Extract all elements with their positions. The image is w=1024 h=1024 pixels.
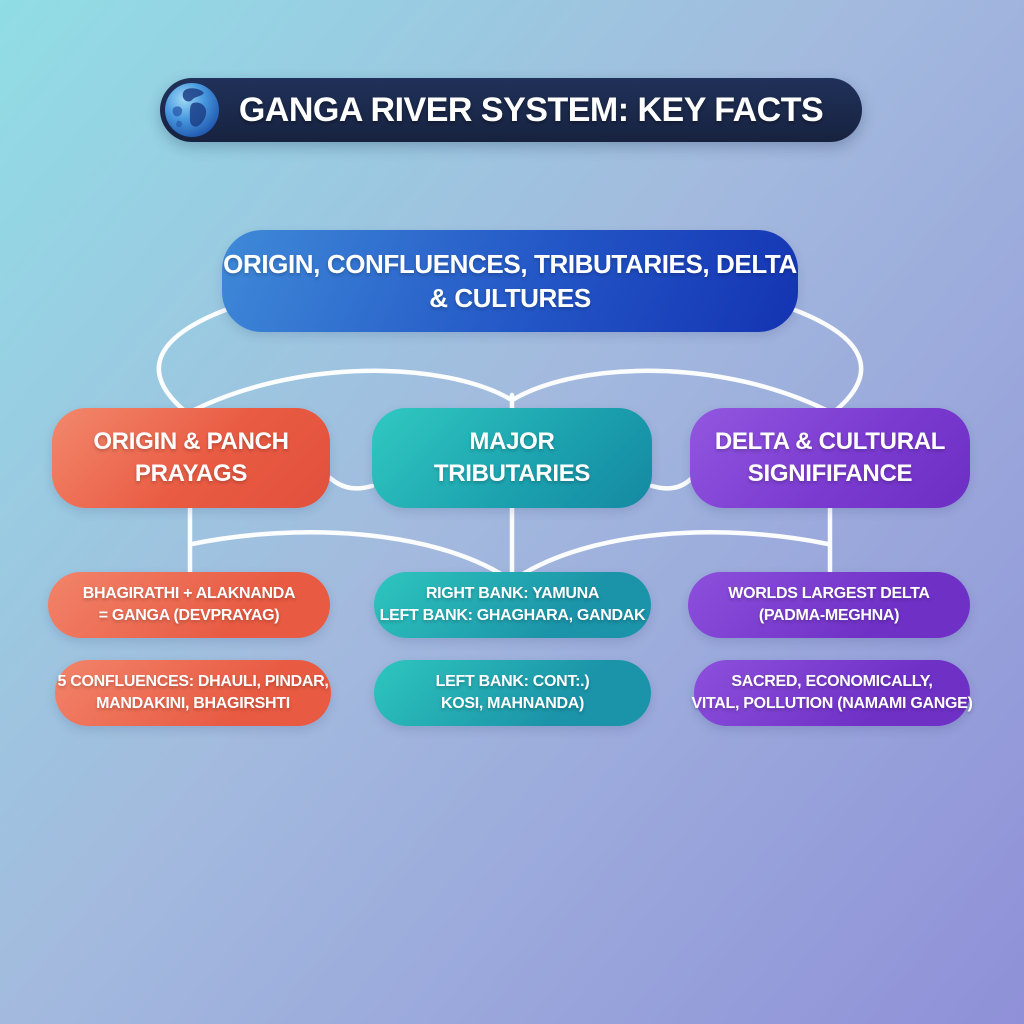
connector-root-to-delta [775, 301, 864, 415]
connector-root-to-origin [156, 301, 245, 415]
connector-origin-arc-to-tributaries [183, 368, 513, 417]
connector-right-swoop-to-middle-leaf [515, 530, 831, 580]
branch-node-origin-panch-prayags: ORIGIN & PANCH PRAYAGS [52, 408, 330, 508]
leaf-label-line1: WORLDS LARGEST DELTA [728, 584, 930, 602]
leaf-label-line2: (PADMA-MEGHNA) [758, 607, 900, 624]
leaf-node-bhagirathi-alaknanda: BHAGIRATHI + ALAKNANDA = GANGA (DEVPRAYA… [48, 572, 330, 638]
connector-origin-tributaries-link [327, 475, 375, 491]
branch-node-delta-cultural-significance: DELTA & CULTURAL SIGNIFIFANCE [690, 408, 970, 508]
leaf-label-line2: VITAL, POLLUTION (NAMAMI GANGE) [691, 695, 973, 712]
connector-tributaries-delta-link [649, 475, 695, 491]
leaf-node-right-left-bank: RIGHT BANK: YAMUNA LEFT BANK: GHAGHARA, … [374, 572, 651, 638]
page-title: GANGA RIVER SYSTEM: KEY FACTS [238, 90, 824, 129]
globe-icon [165, 83, 219, 137]
leaf-label-line1: RIGHT BANK: YAMUNA [425, 584, 600, 602]
connector-left-swoop-to-middle-leaf [189, 530, 509, 580]
leaf-label-line1: 5 CONFLUENCES: DHAULI, PINDAR, [57, 672, 329, 690]
connector-delta-arc-to-tributaries [511, 368, 837, 417]
branch-label-line1: DELTA & CULTURAL [714, 427, 946, 455]
leaf-label-line1: BHAGIRATHI + ALAKNANDA [82, 584, 296, 602]
leaf-node-sacred-pollution: SACRED, ECONOMICALLY, VITAL, POLLUTION (… [691, 660, 973, 726]
branch-label-line2: TRIBUTARIES [433, 460, 591, 487]
root-node-label-line2: & CULTURES [429, 283, 591, 313]
leaf-label-line2: KOSI, MAHNANDA) [440, 695, 585, 712]
root-node: ORIGIN, CONFLUENCES, TRIBUTARIES, DELTA … [222, 230, 798, 332]
leaf-node-five-confluences: 5 CONFLUENCES: DHAULI, PINDAR, MANDAKINI… [55, 660, 331, 726]
title-bar: GANGA RIVER SYSTEM: KEY FACTS [160, 78, 862, 142]
branch-label-line1: ORIGIN & PANCH [93, 427, 289, 455]
leaf-label-line2: LEFT BANK: GHAGHARA, GANDAK [379, 607, 646, 624]
leaf-node-worlds-largest-delta: WORLDS LARGEST DELTA (PADMA-MEGHNA) [688, 572, 970, 638]
branch-node-major-tributaries: MAJOR TRIBUTARIES [372, 408, 652, 508]
root-node-label-line1: ORIGIN, CONFLUENCES, TRIBUTARIES, DELTA [223, 248, 797, 279]
branch-label-line1: MAJOR [469, 427, 555, 455]
leaf-label-line1: LEFT BANK: CONT:.) [435, 672, 590, 690]
branch-label-line2: SIGNIFIFANCE [747, 460, 913, 487]
leaf-label-line2: MANDAKINI, BHAGIRSHTI [96, 695, 290, 712]
branch-label-line2: PRAYAGS [134, 460, 248, 487]
leaf-label-line2: = GANGA (DEVPRAYAG) [98, 607, 280, 624]
leaf-label-line1: SACRED, ECONOMICALLY, [731, 672, 933, 690]
leaf-node-left-bank-cont: LEFT BANK: CONT:.) KOSI, MAHNANDA) [374, 660, 651, 726]
